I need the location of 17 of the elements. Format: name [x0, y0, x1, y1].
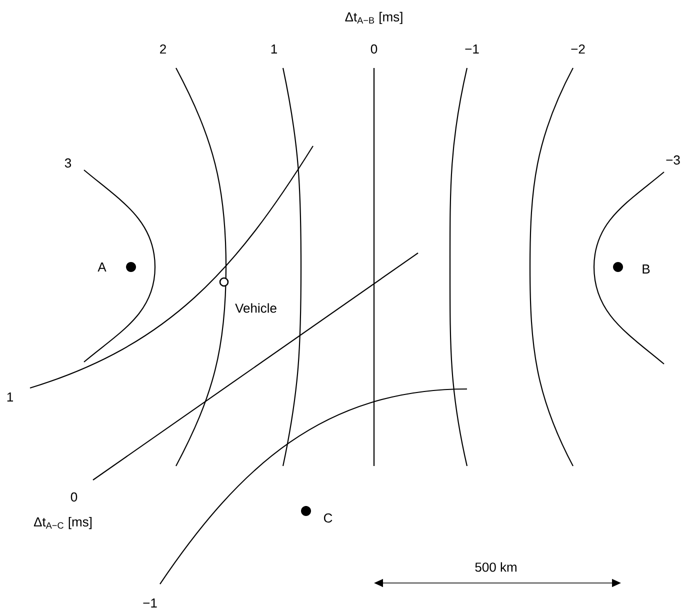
station-label: C: [324, 513, 332, 523]
curve-label: −3: [666, 155, 680, 165]
curve-label: 0: [70, 492, 78, 502]
station-label: B: [642, 264, 650, 274]
curve-label: 3: [64, 158, 72, 168]
curve-label: 2: [160, 44, 166, 54]
vehicle-label: Vehicle: [235, 303, 276, 313]
family-label: Δt$_{A−B}$ [ms]: [345, 12, 402, 24]
station-label: A: [98, 262, 106, 272]
family-label: Δt$_{A−C}$ [ms]: [34, 516, 92, 530]
curve-label: 0: [370, 44, 378, 54]
curve-label: 1: [271, 44, 277, 54]
curve-label: −1: [143, 598, 157, 608]
curve-label: −2: [571, 44, 585, 54]
curve-label: 1: [7, 392, 13, 402]
curve-label: −1: [465, 44, 479, 54]
scale-label: 500 km: [475, 562, 516, 572]
